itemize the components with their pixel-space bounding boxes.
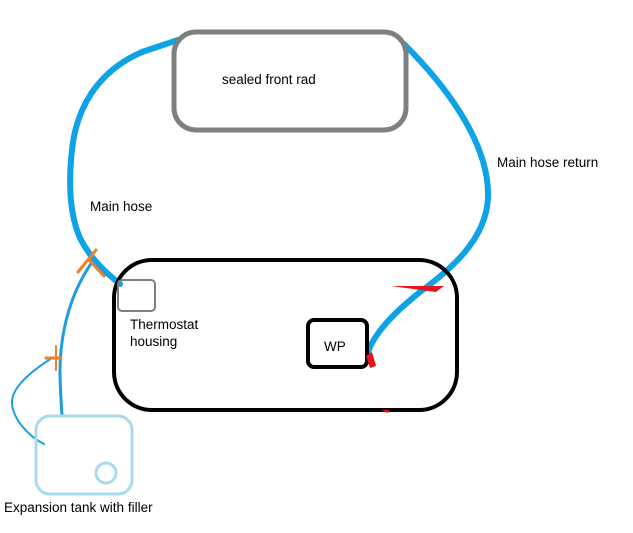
leak-mark-upper [391,286,444,292]
engine-block [112,258,459,412]
leak-mark-lower [381,410,390,413]
expansion-tank-hose [58,260,94,417]
radiator-label: sealed front rad [222,72,316,87]
expansion-tank-label: Expansion tank with filler [4,500,153,515]
main-hose-return-label: Main hose return [497,155,599,170]
thermostat-label-line1: Thermostat [130,317,199,332]
thermostat-housing [117,279,156,312]
radiator [171,29,409,133]
water-pump [306,318,369,369]
thermostat-housing-label: Thermostat housing [130,317,240,351]
leak-mark-wp [366,352,376,368]
main-hose-return [365,41,492,355]
main-hose [67,37,181,287]
thermostat-label-line2: housing [130,333,178,349]
expansion-tank [34,414,134,496]
overflow-hose [10,357,53,445]
water-pump-label: WP [324,339,346,354]
expansion-tank-filler-cap [94,461,118,485]
hose-tee-clamp [76,248,106,278]
main-hose-label: Main hose [90,199,153,214]
small-hose-clamp [44,345,62,371]
